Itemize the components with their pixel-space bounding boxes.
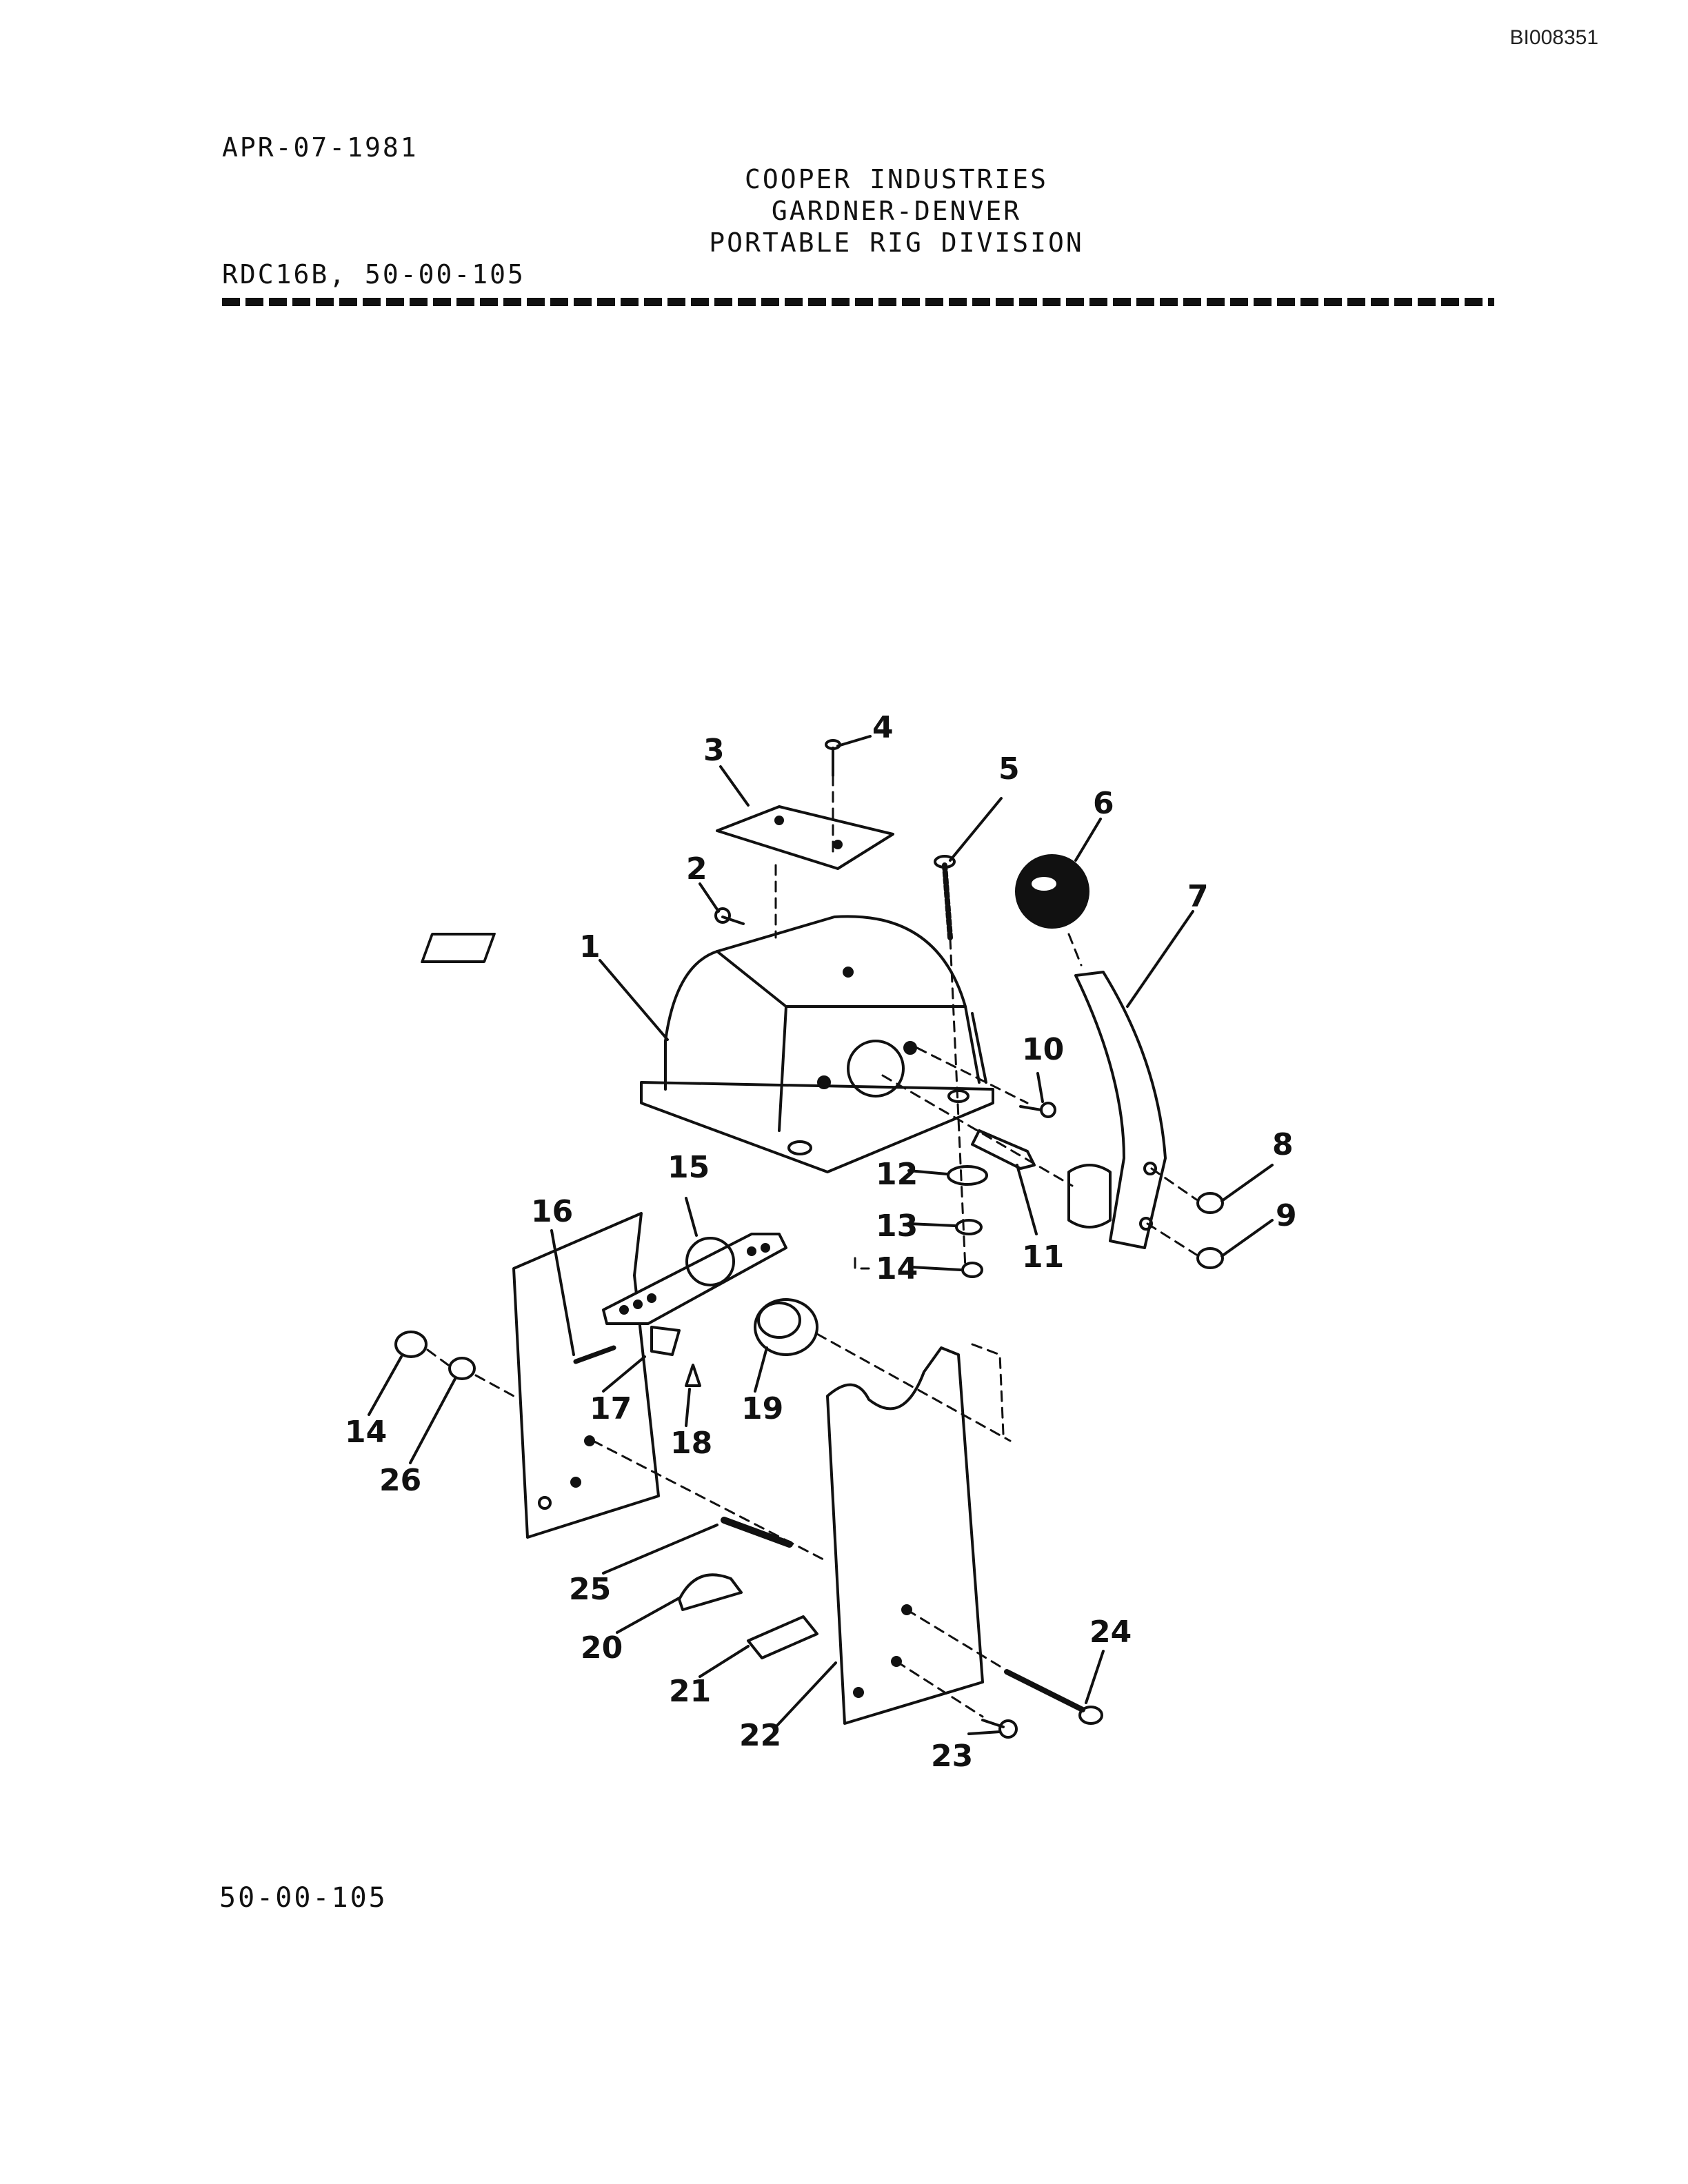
- dashed-rule: [222, 298, 1494, 306]
- document-id: BI008351: [1509, 26, 1598, 49]
- knob-part: [1015, 854, 1089, 929]
- callout-15: 15: [667, 1150, 710, 1185]
- callout-10: 10: [1022, 1032, 1064, 1067]
- housing-part: [421, 915, 994, 1173]
- callout-4: 4: [872, 710, 894, 745]
- left-plate-part: [512, 1212, 660, 1539]
- callout-25: 25: [569, 1572, 611, 1607]
- callout-13: 13: [876, 1209, 918, 1244]
- callout-14-left: 14: [345, 1415, 387, 1450]
- callout-18: 18: [670, 1426, 712, 1461]
- callout-26: 26: [379, 1463, 421, 1498]
- cover-plate-part: [716, 805, 894, 870]
- callout-17: 17: [590, 1391, 632, 1426]
- right-plate-part: [826, 1346, 984, 1725]
- callout-9: 9: [1276, 1198, 1297, 1233]
- company-name: COOPER INDUSTRIES: [745, 164, 1048, 194]
- footer-reference: 50-00-105: [219, 1882, 388, 1914]
- document-date: APR-07-1981: [222, 132, 419, 163]
- callout-24: 24: [1089, 1615, 1132, 1650]
- callout-11: 11: [1022, 1240, 1064, 1275]
- lever-part: [1074, 971, 1167, 1249]
- model-number: RDC16B, 50-00-105: [222, 259, 525, 290]
- callout-6: 6: [1093, 786, 1114, 821]
- callout-19: 19: [741, 1391, 783, 1426]
- callout-3: 3: [703, 733, 725, 768]
- callout-2: 2: [686, 851, 707, 887]
- callout-5: 5: [998, 751, 1020, 787]
- company-division: GARDNER-DENVER: [771, 196, 1022, 226]
- callout-8: 8: [1272, 1127, 1294, 1162]
- callout-1: 1: [579, 929, 601, 964]
- callout-14: 14: [876, 1251, 918, 1286]
- callout-23: 23: [931, 1739, 973, 1774]
- callout-22: 22: [739, 1718, 781, 1753]
- callout-21: 21: [669, 1674, 711, 1709]
- callout-16: 16: [531, 1194, 573, 1229]
- callout-12: 12: [876, 1157, 918, 1192]
- company-subdivision: PORTABLE RIG DIVISION: [709, 228, 1084, 258]
- callout-20: 20: [581, 1630, 623, 1666]
- callout-7: 7: [1187, 879, 1209, 914]
